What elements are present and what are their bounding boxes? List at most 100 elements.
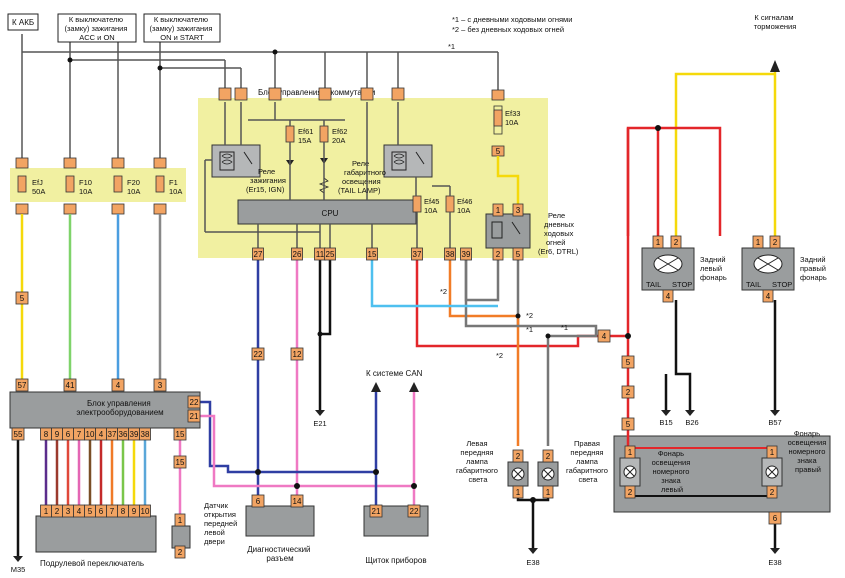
gnd-m35: M35 [11,565,26,574]
eu-bottom-pin-7: 36 [119,430,128,439]
drl-bot-pin-1-box [512,247,524,261]
sw-top-pin-3: 4 [77,507,82,516]
eu-left-pin-box [11,427,25,441]
cu-bottom-pin-4: 15 [368,250,377,259]
dash-pin-1-box [407,504,421,518]
drl-top-pin-0: 1 [496,206,501,215]
cpu-label: CPU [322,209,339,218]
door-top-pin: 15 [176,458,185,467]
diag-pin-1: 14 [293,497,302,506]
plate-r-pin-0-box [766,445,778,459]
mark1-b: *1 [561,323,568,332]
eu-top-pin-3: 3 [158,381,163,390]
dash-pin-0-box [369,504,383,518]
mark1-a: *1 [526,325,533,334]
sw-top-pin-1: 2 [55,507,60,516]
rr-top-pin-0-box [752,235,764,249]
cu-bottom-pin-7-box [460,247,472,261]
eu-top-pin-0-box [15,378,29,392]
rr-top-pin-0: 1 [756,238,761,247]
cu-bottom-pin-0: 27 [254,250,263,259]
drl-relay-label: Реле дневных ходовых огней (Er6, DTRL) [538,211,579,256]
door-top-pin-box [173,455,187,469]
note-2: *2 – без дневных ходовых огней [452,25,564,34]
eu-bottom-pin-8: 39 [130,430,139,439]
relay-tail-label: Реле габаритного освещения (TAIL LAMP) [338,159,388,195]
door-pin-1-box [174,545,186,559]
eu-top-pin-3-box [153,378,167,392]
rr-stop: STOP [772,280,792,289]
eu-right-pin-0-box [187,395,201,409]
rl-top-pin-0: 1 [656,238,661,247]
drl-bot-pin-0-box [492,247,504,261]
rl-tail: TAIL [646,280,661,289]
electro-unit [9,391,201,429]
cu-bottom-pin-5-box [411,247,423,261]
door-pin-0: 1 [178,516,183,525]
brake-arrow [770,60,780,72]
sw-top-pin-2: 3 [66,507,71,516]
diag-label: Диагностический разъем [247,545,313,563]
wire-5-pin-box [15,291,29,305]
cpu-block [237,199,417,225]
eu-bottom-pin-1: 9 [55,430,60,439]
mark2-b: *2 [526,311,533,320]
diag-pin-1-box [290,494,304,508]
dash-pin-0: 21 [372,507,381,516]
note-mark1-top: *1 [448,42,455,51]
akb-box [7,13,39,31]
cu-bottom-pin-7: 39 [462,250,471,259]
diag-pin-0: 6 [256,497,261,506]
front-right-pin-1-box [542,485,554,499]
gnd-e38a: E38 [526,558,539,567]
eu-right-pin-2: 15 [176,430,185,439]
front-left-pin-1: 1 [516,488,521,497]
front-right-pin-0-box [542,449,554,463]
red-chain-pin-2: 5 [626,420,631,429]
wire-12-pin: 12 [293,350,302,359]
conn-4-pin: 4 [602,332,607,341]
door-pin-1: 2 [178,548,183,557]
note-1: *1 – с дневными ходовыми огнями [452,15,572,24]
eu-top-pin-0: 57 [18,381,27,390]
dash-label: Щиток приборов [365,556,426,565]
can-label: К системе CAN [366,369,423,378]
eu-right-pin-1-box [187,409,201,423]
eu-bottom-pin-3: 7 [77,430,82,439]
red-chain-pin-2-box [621,417,635,431]
drl-top-pin-1-box [512,203,524,217]
mark2-a: *2 [440,287,447,296]
acc-on-label: К выключателю (замку) зажигания ACC и ON [64,15,129,42]
rl-stop: STOP [672,280,692,289]
front-left-pin-0-box [512,449,524,463]
eu-right-pin-0: 22 [190,398,199,407]
right-front-lamp-label: Правая передняя лампа габаритного света [566,439,610,484]
rl-top-pin-1-box [670,235,682,249]
plate-l-pin-1: 2 [628,488,633,497]
rl-bot-pin: 4 [666,292,671,301]
cu-bottom-pin-5: 37 [413,250,422,259]
plate-gnd-pin: 6 [773,514,778,523]
plate-l-pin-0: 1 [628,448,633,457]
eu-bottom-pin-2: 6 [66,430,71,439]
drl-relay [485,213,531,249]
plate-l-pin-1-box [624,485,636,499]
gnd-b57: B57 [768,418,781,427]
rear-left-label: Задний левый фонарь [700,255,728,282]
gnd-b15: B15 [659,418,672,427]
akb-label: К АКБ [12,18,34,27]
sw-top-pin-7: 8 [121,507,126,516]
electro-unit-label: Блок управления электрооборудованием [76,399,163,417]
red-chain-pin-0: 5 [626,358,631,367]
sw-top-pin-5: 6 [99,507,104,516]
cu-bottom-pin-3-box [324,247,336,261]
drl-top-pin-1: 3 [516,206,521,215]
relay-ign-label: Реле зажигания (Er15, IGN) [246,167,288,194]
